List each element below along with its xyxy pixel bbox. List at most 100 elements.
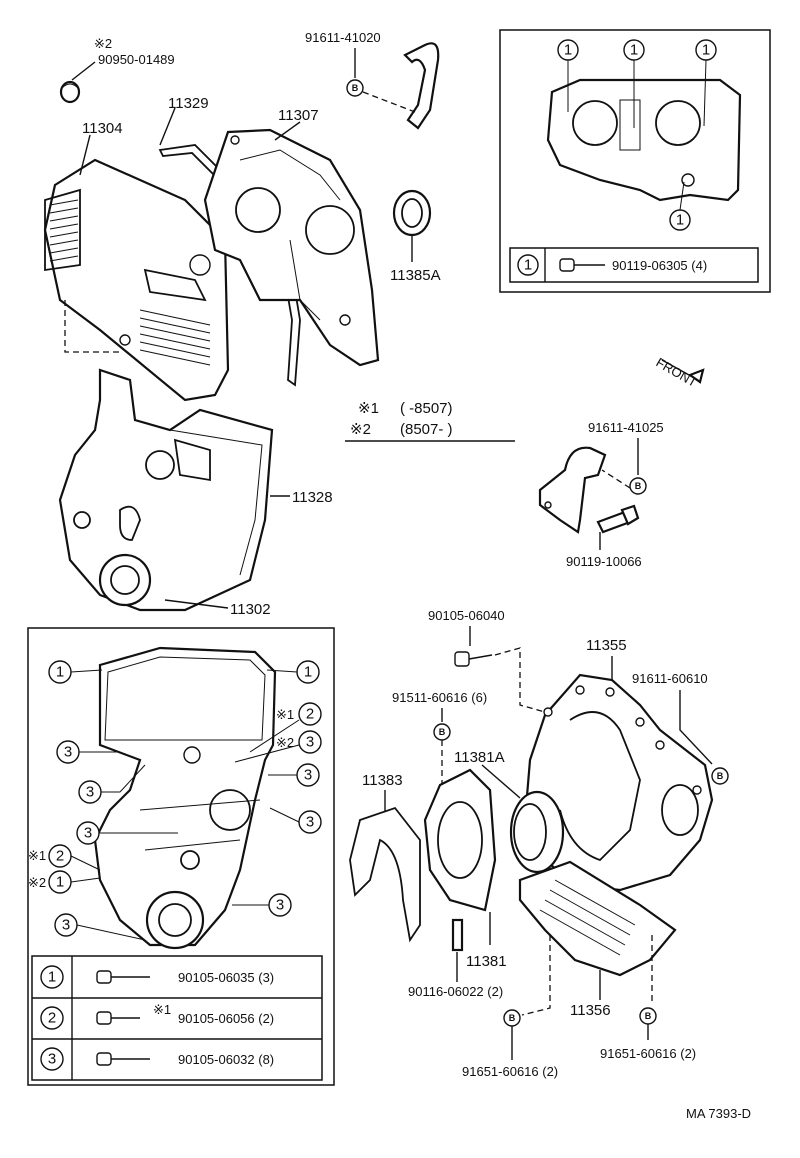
callout-1-top-a: 1: [557, 39, 579, 112]
svg-text:90105-06032 (8): 90105-06032 (8): [178, 1052, 274, 1067]
callout-1-bl-c: 1: [48, 870, 101, 894]
callout-1-bl-a: 1: [48, 660, 103, 684]
oil-seal-11385A: [392, 189, 432, 237]
label-11381: 11381: [466, 953, 507, 970]
bracket-91611-41020: [403, 42, 440, 130]
svg-text:2: 2: [48, 1010, 56, 1027]
svg-text:1: 1: [48, 969, 56, 986]
svg-text:3: 3: [306, 814, 314, 831]
svg-text:B: B: [645, 1011, 652, 1021]
label-91611-41025: 91611-41025: [588, 420, 664, 435]
callout-3-bl-f: 3: [76, 821, 178, 845]
detail-box-bottom-left: [27, 627, 335, 1086]
bolt-icon: [96, 1052, 112, 1066]
label-11304: 11304: [82, 120, 123, 137]
svg-text:B: B: [439, 727, 446, 737]
front-label: FRONT: [654, 355, 700, 390]
callout-1-bl-b: 1: [266, 660, 320, 684]
svg-text:1: 1: [304, 664, 312, 681]
plug-90950-01489: [59, 80, 81, 104]
svg-text:1: 1: [564, 42, 572, 59]
label-11328: 11328: [292, 489, 333, 506]
b-mark-icon: [346, 79, 364, 97]
b-mark-icon: [629, 477, 647, 495]
label-11383: 11383: [362, 772, 403, 789]
label-90950-01489: 90950-01489: [98, 52, 175, 67]
label-11302: 11302: [230, 601, 271, 618]
label-90119-10066: 90119-10066: [566, 554, 642, 569]
cover-outline-detail: [93, 646, 277, 950]
svg-text:90105-06035 (3): 90105-06035 (3): [178, 970, 274, 985]
svg-text:1: 1: [56, 664, 64, 681]
callout-1-top-b: 1: [623, 39, 645, 128]
engine-plate-detail: [546, 78, 742, 202]
label-90116-06022: 90116-06022 (2): [408, 984, 503, 999]
bolt-icon: [559, 258, 605, 272]
svg-text:2: 2: [306, 706, 314, 723]
stud-90116-06022: [451, 918, 464, 952]
end-plate-11355: [523, 673, 714, 892]
svg-text:2: 2: [56, 848, 64, 865]
b-mark-icon: [711, 767, 729, 785]
bolt-icon: [96, 1011, 112, 1025]
oil-seal-11381A: [509, 790, 565, 874]
label-90119-06305: 90119-06305 (4): [612, 258, 707, 273]
table-row: 3 90105-06032 (8): [40, 1047, 274, 1071]
svg-text:※1: ※1: [153, 1002, 171, 1017]
label-91611-60610: 91611-60610: [632, 671, 708, 686]
label-91651-60616-a: 91651-60616 (2): [462, 1064, 558, 1079]
note-mark-2: ※2: [350, 421, 371, 438]
side-note-4: ※2: [28, 875, 46, 890]
callout-3-bl-e: 3: [269, 807, 322, 834]
callout-2-bl-a: 2: [249, 702, 322, 753]
svg-text:3: 3: [48, 1051, 56, 1068]
callout-3-bl-g: 3: [232, 893, 292, 917]
label-11385A: 11385A: [390, 267, 441, 284]
side-note-1: ※1: [276, 707, 294, 722]
svg-text:3: 3: [84, 825, 92, 842]
svg-text:B: B: [635, 481, 642, 491]
oil-seal-retainer-11381: [423, 768, 497, 912]
label-91611-41020: 91611-41020: [305, 30, 381, 45]
svg-text:3: 3: [62, 917, 70, 934]
label-11381A: 11381A: [454, 749, 505, 766]
note-mark-90950: ※2: [94, 36, 112, 51]
callout-3-bl-c: 3: [268, 763, 320, 787]
callout-3-bl-d: 3: [78, 764, 146, 804]
label-11329: 11329: [168, 95, 209, 112]
timing-belt-cover-no1: [58, 368, 274, 612]
timing-belt-cover-no3: [43, 158, 230, 402]
svg-text:3: 3: [304, 767, 312, 784]
gasket-11383: [349, 806, 421, 943]
label-90105-06040: 90105-06040: [428, 608, 505, 623]
bolt-table: [31, 955, 323, 1081]
figure-code: MA 7393-D: [686, 1106, 751, 1121]
svg-text:B: B: [509, 1013, 516, 1023]
label-11355: 11355: [586, 637, 627, 654]
side-note-3: ※1: [28, 848, 46, 863]
svg-text:1: 1: [630, 42, 638, 59]
callout-3-bl-a: 3: [234, 730, 322, 763]
label-91511-60616: 91511-60616 (6): [392, 690, 487, 705]
note-mark-1: ※1: [358, 400, 379, 417]
callout-1-top-c: 1: [695, 39, 717, 127]
side-note-2: ※2: [276, 735, 294, 750]
svg-text:90105-06056 (2): 90105-06056 (2): [178, 1011, 274, 1026]
bolt-90119-10066: [596, 504, 640, 534]
front-arrow-icon: [661, 359, 705, 384]
detail-box-top-right: [499, 29, 771, 293]
bracket-91611-41025: [538, 446, 607, 534]
bolt-icon: [96, 970, 112, 984]
callout-2-bl-b: 2: [48, 844, 101, 871]
svg-text:3: 3: [64, 744, 72, 761]
svg-text:1: 1: [524, 257, 532, 274]
note-range-2: (8507- ): [400, 421, 453, 438]
bolt-90105-06040: [454, 651, 493, 667]
svg-text:B: B: [717, 771, 724, 781]
label-11307: 11307: [278, 107, 319, 124]
end-plate-11356: [518, 860, 677, 977]
svg-text:1: 1: [676, 212, 684, 229]
svg-text:B: B: [352, 83, 359, 93]
callout-3-bl-h: 3: [54, 913, 146, 941]
